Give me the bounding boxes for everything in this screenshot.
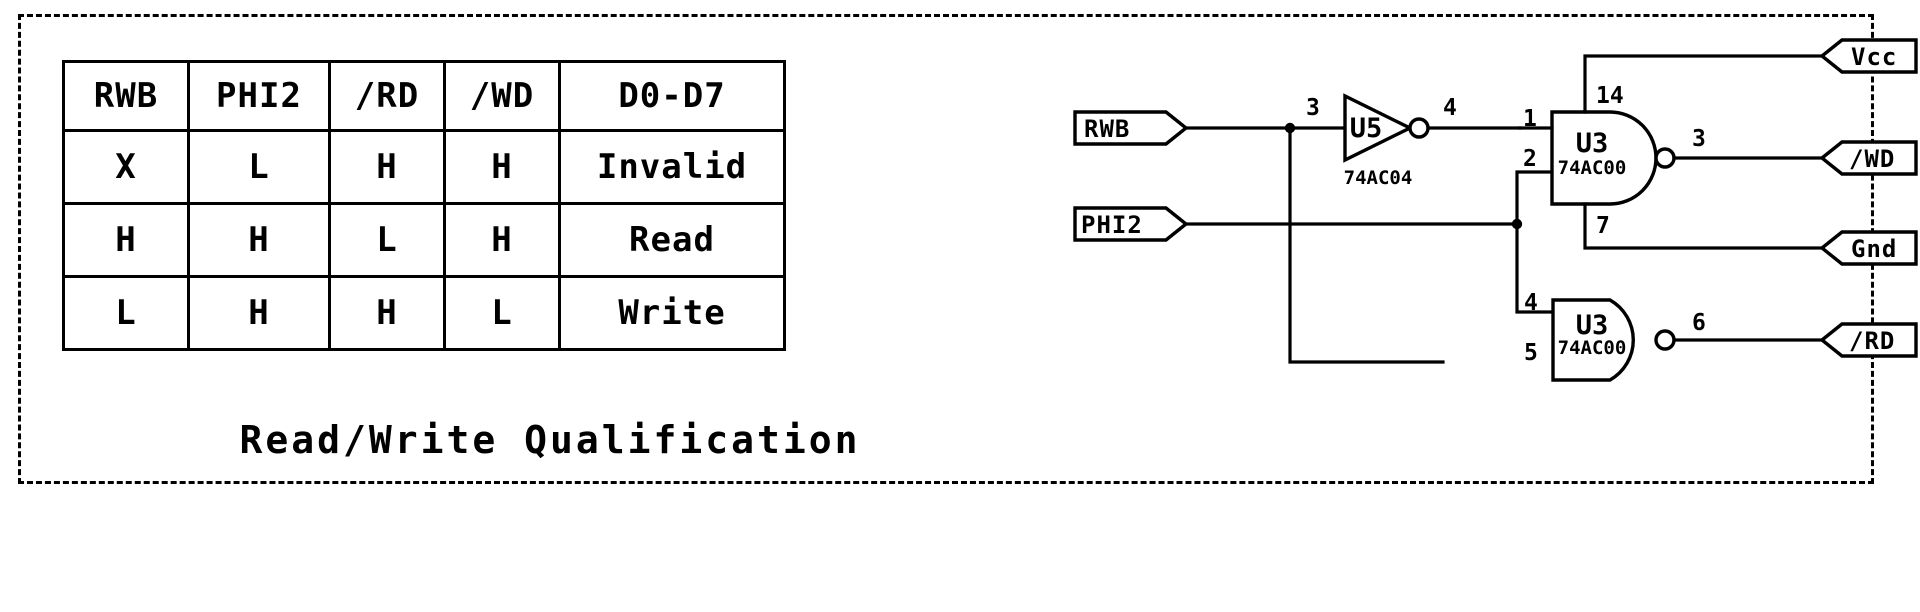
- component-u5-inverter[interactable]: U5 74AC04: [1343, 93, 1430, 189]
- column-header-data: D0-D7: [558, 60, 786, 132]
- cell-wd: L: [443, 275, 561, 351]
- table-row: X L H H Invalid: [62, 129, 786, 205]
- u3-lower-refdes: U3: [1576, 310, 1609, 341]
- u5-refdes: U5: [1350, 113, 1383, 144]
- u3-lower-partnumber: 74AC00: [1558, 337, 1627, 359]
- component-u3-nand-lower[interactable]: U3 74AC00: [1551, 298, 1676, 382]
- output-port-vcc-label: Vcc: [1851, 43, 1897, 71]
- output-port-gnd-label: Gnd: [1851, 235, 1897, 263]
- table-header-row: RWB PHI2 /RD /WD D0-D7: [62, 60, 786, 132]
- cell-rd: H: [328, 129, 446, 205]
- truth-table: RWB PHI2 /RD /WD D0-D7 X L H H Invalid H…: [62, 60, 786, 351]
- cell-wd: H: [443, 202, 561, 278]
- input-port-rwb-label: RWB: [1084, 115, 1130, 143]
- component-u3-nand-upper[interactable]: U3 74AC00: [1550, 110, 1676, 206]
- u3-upper-refdes: U3: [1576, 128, 1609, 159]
- wire-phi2-to-nand2-pin4: [1515, 222, 1555, 314]
- cell-phi2: L: [187, 129, 331, 205]
- output-port-rd-label: /RD: [1849, 327, 1895, 355]
- u3-upper-pin3-number: 3: [1692, 126, 1706, 152]
- u3-upper-pin14-number: 14: [1596, 83, 1624, 109]
- column-header-rd: /RD: [328, 60, 446, 132]
- table-row: H H L H Read: [62, 202, 786, 278]
- cell-data: Write: [558, 275, 786, 351]
- cell-phi2: H: [187, 202, 331, 278]
- u5-partnumber: 74AC04: [1344, 167, 1413, 189]
- cell-data: Read: [558, 202, 786, 278]
- wire-nand1-gnd-to-port: [1583, 202, 1824, 250]
- cell-data: Invalid: [558, 129, 786, 205]
- wire-rwb-to-nand2-pin5: [1288, 126, 1445, 364]
- output-port-vcc[interactable]: Vcc: [1819, 38, 1918, 74]
- input-port-rwb[interactable]: RWB: [1073, 110, 1189, 146]
- wire-phi2-to-nand1-pin2: [1515, 170, 1554, 226]
- u3-upper-pin2-number: 2: [1523, 146, 1537, 172]
- output-port-wd[interactable]: /WD: [1819, 140, 1918, 176]
- cell-phi2: H: [187, 275, 331, 351]
- diagram-title: Read/Write Qualification: [239, 418, 861, 462]
- column-header-rwb: RWB: [62, 60, 190, 132]
- u3-upper-pin1-number: 1: [1523, 106, 1537, 132]
- cell-rwb: X: [62, 129, 190, 205]
- wire-nand1-vcc-to-port: [1583, 54, 1824, 114]
- output-port-wd-label: /WD: [1849, 145, 1895, 173]
- column-header-wd: /WD: [443, 60, 561, 132]
- cell-wd: H: [443, 129, 561, 205]
- cell-rwb: H: [62, 202, 190, 278]
- u3-lower-pin6-number: 6: [1692, 310, 1706, 336]
- column-header-phi2: PHI2: [187, 60, 331, 132]
- input-port-phi2-label: PHI2: [1081, 211, 1143, 239]
- u3-upper-pin7-number: 7: [1596, 213, 1610, 239]
- cell-rd: H: [328, 275, 446, 351]
- u5-pin-in-number: 3: [1306, 95, 1320, 121]
- u3-upper-partnumber: 74AC00: [1558, 157, 1627, 179]
- input-port-phi2[interactable]: PHI2: [1073, 206, 1189, 242]
- u3-lower-pin5-number: 5: [1524, 340, 1538, 366]
- table-row: L H H L Write: [62, 275, 786, 351]
- cell-rd: L: [328, 202, 446, 278]
- output-port-rd[interactable]: /RD: [1819, 322, 1918, 358]
- u3-lower-pin4-number: 4: [1524, 290, 1538, 316]
- u5-pin-out-number: 4: [1443, 95, 1457, 121]
- cell-rwb: L: [62, 275, 190, 351]
- output-port-gnd[interactable]: Gnd: [1819, 230, 1918, 266]
